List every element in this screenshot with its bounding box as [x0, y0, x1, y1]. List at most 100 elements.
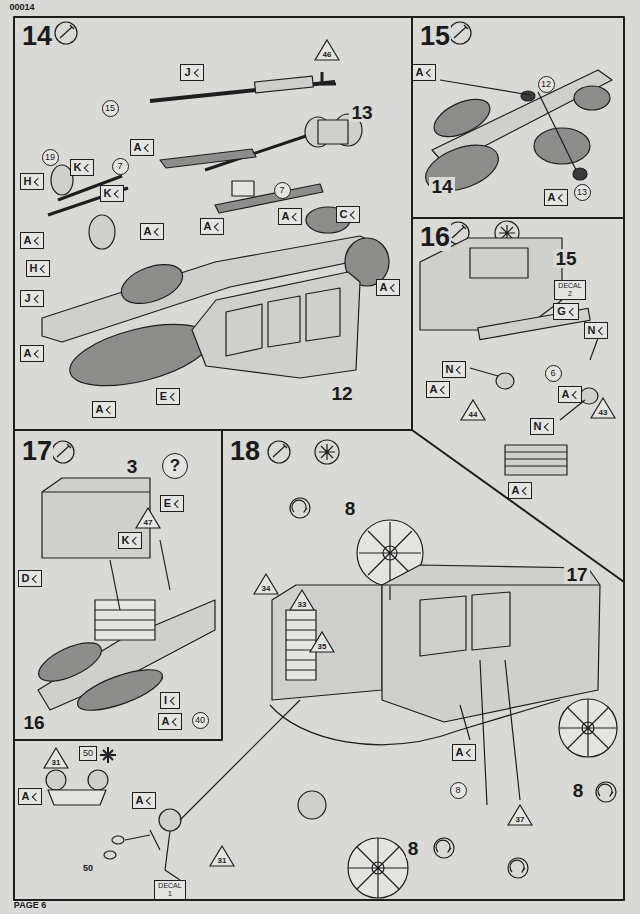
part-number-circle: 12 — [538, 76, 555, 93]
step-number: 16 — [419, 224, 451, 251]
illustration-polygon — [306, 288, 340, 341]
part-number-triangle: 43 — [590, 397, 616, 419]
label-text: 50 — [83, 863, 93, 873]
assembly-number: 3 — [125, 457, 140, 476]
illustration-polygon — [215, 184, 323, 213]
part-sprue-flag: K — [70, 159, 95, 176]
illustration-path — [319, 444, 335, 460]
illustration-ellipse — [534, 128, 590, 164]
illustration-rect — [470, 248, 528, 278]
illustration-circle — [434, 838, 454, 858]
step-number: 15 — [419, 23, 451, 50]
label-text: A — [416, 66, 424, 78]
part-number-triangle: 31 — [43, 747, 69, 769]
illustration-path — [505, 452, 567, 466]
label-text: 33 — [289, 601, 315, 609]
part-number-triangle: 46 — [314, 39, 340, 61]
step-panel: 17 — [14, 432, 222, 740]
part-sprue-flag: N — [530, 418, 555, 435]
illustration-polygon — [272, 585, 382, 700]
illustration-rect — [318, 120, 348, 144]
step-number: 14 — [21, 23, 53, 50]
illustration-path — [286, 620, 316, 670]
illustration-path — [390, 586, 520, 805]
label-text: A — [548, 191, 556, 203]
label-text: 00014 — [9, 2, 34, 12]
illustration-ellipse — [573, 168, 587, 180]
assembly-number: 16 — [21, 713, 46, 732]
part-sprue-flag: C — [336, 206, 361, 223]
illustration-path — [470, 338, 598, 420]
label-text: J — [184, 66, 190, 78]
label-text: H — [30, 262, 38, 274]
assembly-number: 12 — [329, 384, 354, 403]
illustration-path — [48, 790, 106, 805]
step-number: 18 — [229, 438, 261, 465]
part-number-triangle: 34 — [253, 573, 279, 595]
part-sprue-flag: A — [278, 208, 303, 225]
label-text: 17 — [566, 564, 587, 585]
part-sprue-flag: A — [544, 189, 569, 206]
label-text: C — [340, 208, 348, 220]
label-text: A — [136, 794, 144, 806]
illustration-path — [95, 610, 155, 630]
illustration-circle — [315, 440, 339, 464]
triangle-shape — [44, 748, 68, 768]
page-text: PAGE 6 — [13, 901, 47, 910]
part-number-circle: 7 — [112, 158, 129, 175]
part-sprue-flag: J — [180, 64, 203, 81]
illustration-ellipse — [73, 661, 167, 718]
illustration-circle — [508, 858, 528, 878]
label-text: 37 — [507, 816, 533, 824]
label-text: 14 — [431, 176, 452, 197]
part-number-circle: 40 — [192, 712, 209, 729]
step-panel: 18 — [222, 432, 624, 898]
illustration-rect — [95, 600, 155, 640]
part-number-triangle: 31 — [209, 845, 235, 867]
part-sprue-flag: A — [140, 223, 165, 240]
part-sprue-flag: A — [452, 744, 477, 761]
illustration-circle — [268, 441, 290, 463]
label-text: K — [122, 534, 130, 546]
illustration-circle — [298, 791, 326, 819]
label-text: 12 — [541, 79, 551, 89]
part-sprue-flag: A — [508, 482, 533, 499]
illustration-path — [454, 25, 468, 38]
illustration-ellipse — [574, 86, 610, 110]
part-number-triangle: 33 — [289, 589, 315, 611]
part-number-triangle: 37 — [507, 804, 533, 826]
illustration-circle — [449, 22, 471, 44]
illustration-circle — [348, 838, 408, 898]
label-text: A — [24, 347, 32, 359]
illustration-path — [125, 700, 300, 840]
part-sprue-flag: A — [376, 279, 401, 296]
triangle-shape — [461, 400, 485, 420]
illustration-polygon — [160, 149, 256, 168]
page-text: 50 — [82, 864, 94, 873]
illustration-path — [559, 699, 617, 757]
illustration-circle — [559, 699, 617, 757]
decal-number: DECAL 2 — [554, 280, 586, 300]
label-text: A — [456, 746, 464, 758]
label-text: 47 — [135, 519, 161, 527]
label-text: J — [24, 292, 30, 304]
triangle-shape — [136, 508, 160, 528]
label-text: 44 — [460, 411, 486, 419]
part-number-triangle: 47 — [135, 507, 161, 529]
label-text: E — [164, 497, 171, 509]
assembly-number: 8 — [343, 499, 358, 518]
illustration-path — [60, 25, 74, 38]
label-text: 50 — [83, 748, 93, 758]
triangle-shape — [591, 398, 615, 418]
part-sprue-flag: G — [553, 303, 579, 320]
part-sprue-flag: E — [160, 495, 184, 512]
illustration-ellipse — [104, 851, 116, 859]
illustration-path — [322, 72, 336, 84]
illustration-polygon — [192, 272, 360, 378]
label-text: ? — [170, 456, 180, 475]
part-number-circle: 13 — [574, 184, 591, 201]
illustration-polygon — [382, 565, 600, 722]
part-sprue-flag: N — [584, 322, 609, 339]
